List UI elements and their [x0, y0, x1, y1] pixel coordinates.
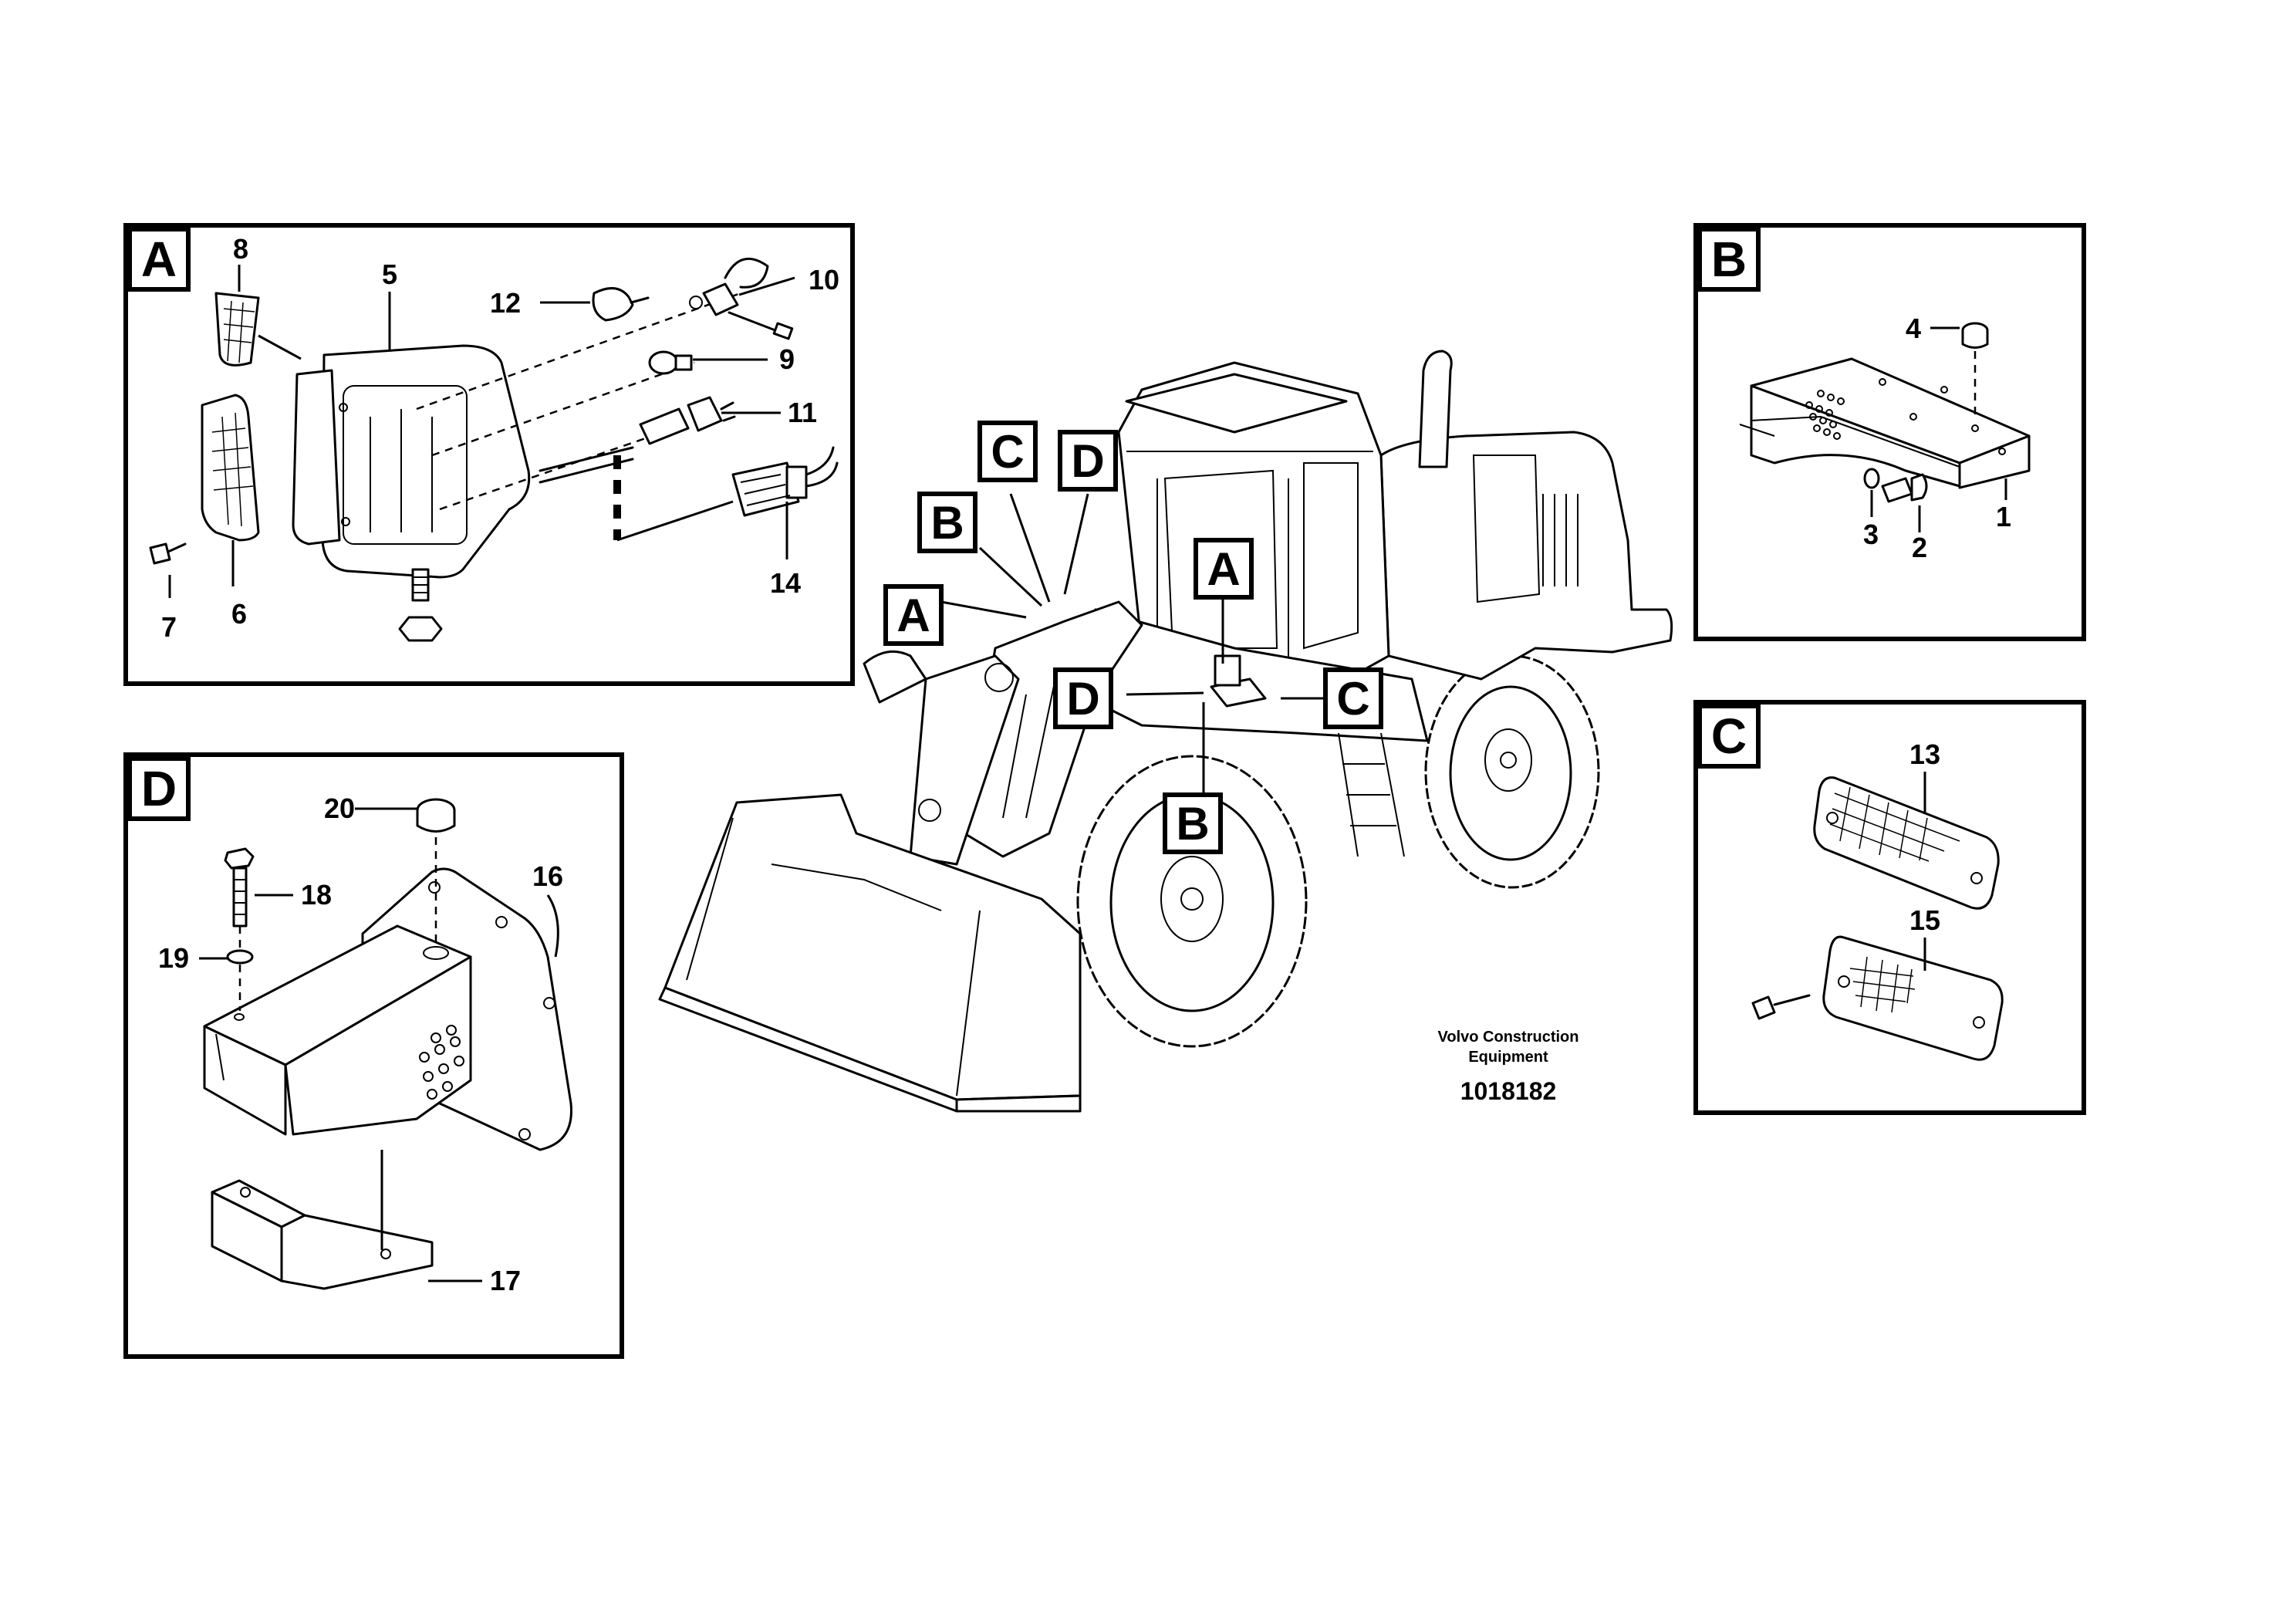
label-3: 3: [1863, 519, 1879, 550]
part-6-lens: [201, 394, 260, 542]
part-12-bulb: [592, 287, 650, 322]
caption: Volvo Construction Equipment 1018182: [1438, 1029, 1579, 1105]
label-20: 20: [324, 792, 355, 824]
label-14: 14: [770, 567, 801, 599]
label-10: 10: [809, 264, 839, 296]
callout-lower-b: B: [1163, 792, 1223, 854]
part-20-grommet: [416, 798, 456, 833]
vent-pattern: [1805, 390, 1845, 440]
panel-b-letter: B: [1711, 231, 1747, 287]
part-4-nut: [1961, 322, 1989, 349]
part-2-bolt: [1881, 473, 1928, 503]
callout-upper-c: C: [977, 421, 1038, 482]
drawing-number: 1018182: [1460, 1077, 1557, 1105]
callout-lower-b-text: B: [1176, 798, 1209, 850]
callout-upper-c-text: C: [991, 426, 1024, 478]
panel-c-letter-box: [1697, 704, 1761, 769]
callout-lower-d-text: D: [1066, 673, 1099, 725]
caption-line2: Equipment: [1468, 1049, 1548, 1066]
part-1-box: [1739, 357, 2031, 489]
label-15: 15: [1909, 904, 1940, 936]
label-9: 9: [779, 343, 795, 375]
callout-lower-d: D: [1053, 667, 1113, 729]
label-7: 7: [161, 611, 177, 643]
label-5: 5: [382, 259, 397, 290]
callout-upper-d-text: D: [1071, 435, 1104, 487]
label-4: 4: [1906, 313, 1921, 344]
panel-d: D: [123, 752, 624, 1359]
callout-upper-d: D: [1058, 430, 1118, 492]
panel-c-letter: C: [1711, 708, 1747, 764]
panel-b: B: [1693, 223, 2086, 641]
part-19-washer: [226, 949, 254, 965]
part-11-bulb: [639, 396, 736, 445]
headlamp: [292, 292, 741, 642]
vent-holes: [419, 1025, 464, 1100]
panel-a-letter-box: [127, 227, 191, 292]
rear-wheel: [1424, 654, 1600, 889]
part-3-washer: [1863, 468, 1880, 489]
part-7-screw: [149, 542, 187, 565]
label-8: 8: [233, 233, 248, 265]
part-17-bracket: [211, 1179, 434, 1290]
label-2: 2: [1912, 532, 1927, 563]
callout-upper-a-text: A: [896, 590, 930, 641]
label-18: 18: [301, 879, 332, 911]
caption-line1: Volvo Construction: [1438, 1029, 1579, 1046]
callout-upper-a: A: [883, 584, 944, 646]
panel-d-letter-box: [127, 756, 191, 821]
part-15-screw: [1751, 994, 1811, 1020]
callout-upper-b-text: B: [930, 497, 964, 549]
callout-lower-a-text: A: [1207, 543, 1240, 595]
callout-lower-a: A: [1194, 538, 1254, 600]
part-18-screw: [224, 847, 255, 928]
panel-a: A: [123, 223, 855, 686]
label-1: 1: [1996, 501, 2011, 532]
part-9-bulb: [648, 350, 693, 375]
front-wheel: [1076, 755, 1308, 1048]
label-19: 19: [158, 942, 189, 974]
part-10-holder: [689, 258, 794, 340]
mount-detail: [1210, 654, 1267, 708]
label-11: 11: [788, 397, 817, 428]
panel-a-letter: A: [141, 231, 177, 287]
lamp-box: [203, 924, 472, 1136]
part-8-lens: [214, 292, 260, 367]
callout-lower-c-text: C: [1336, 673, 1369, 725]
label-13: 13: [1909, 738, 1940, 770]
label-16: 16: [532, 860, 563, 892]
part-13-reflector: [1813, 776, 2000, 910]
callout-lower-c: C: [1323, 667, 1383, 729]
panel-d-letter: D: [141, 761, 177, 816]
part-14-connector: [731, 446, 839, 517]
panel-b-letter-box: [1697, 227, 1761, 292]
machine-body: [1079, 350, 1673, 857]
part-15-reflector: [1822, 935, 2004, 1061]
wheel-loader: A B C D A D: [658, 350, 1673, 1113]
bucket: [658, 793, 1082, 1113]
label-17: 17: [490, 1265, 521, 1296]
panel-c-frame: [1693, 700, 2086, 1115]
label-12: 12: [490, 287, 521, 319]
label-6: 6: [231, 598, 247, 630]
panel-c: C 13 15: [1693, 700, 2086, 1115]
callout-upper-b: B: [917, 492, 977, 553]
